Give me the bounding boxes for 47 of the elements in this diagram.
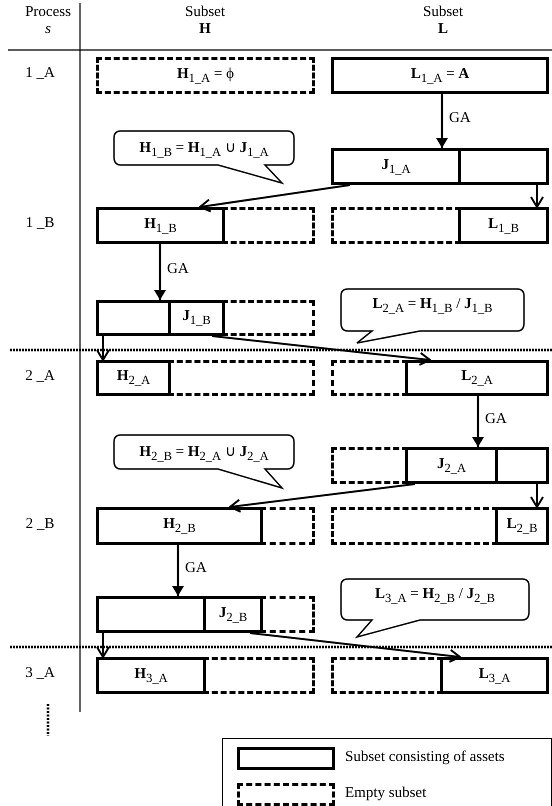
asset-subset-box: L$_{1_A}$ = A — [331, 57, 549, 94]
asset-subset-box: L$_{2_B}$ — [495, 507, 549, 545]
asset-subset-box — [96, 300, 171, 336]
empty-subset-box: H$_{1_A}$ = ϕ — [96, 57, 315, 94]
arrow — [530, 185, 544, 208]
formula-callout: H$_{1_B}$ = H$_{1_A}$ ∪ J$_{1_A}$ — [113, 130, 295, 184]
asset-subset-box — [458, 148, 549, 185]
asset-subset-box: J$_{2_A}$ — [405, 447, 498, 484]
asset-subset-box: J$_{1_B}$ — [168, 300, 225, 336]
column-header: Subset — [423, 4, 463, 21]
process-label: 3 _A — [25, 665, 55, 682]
column-header: s — [45, 21, 51, 38]
process-label: 2 _B — [26, 516, 54, 533]
asset-subset-box: L$_{3_A}$ — [440, 657, 549, 694]
arrow — [229, 483, 416, 513]
arrow — [436, 94, 448, 148]
arrow — [96, 336, 110, 361]
asset-subset-box: H$_{2_A}$ — [96, 360, 171, 396]
asset-subset-box: H$_{3_A}$ — [96, 657, 206, 694]
arrow — [96, 633, 110, 658]
column-header: Process — [25, 4, 71, 21]
asset-subset-box: L$_{1_B}$ — [458, 207, 549, 244]
column-header: Subset — [185, 4, 225, 21]
arrow — [199, 184, 350, 212]
asset-subset-box — [495, 447, 549, 484]
process-label: 1 _A — [25, 65, 55, 82]
arrow — [530, 484, 544, 508]
legend-text: Empty subset — [345, 785, 426, 802]
asset-subset-box: J$_{2_B}$ — [203, 596, 263, 633]
arrow — [212, 335, 431, 366]
legend-text: Subset consisting of assets — [345, 749, 505, 766]
process-label: 1 _B — [26, 215, 54, 232]
asset-subset-box: H$_{2_B}$ — [96, 507, 263, 545]
asset-subset-box: J$_{1_A}$ — [331, 148, 461, 185]
formula-callout: L$_{3_A}$ = H$_{2_B}$ / J$_{2_B}$ — [340, 578, 530, 638]
asset-subset-box — [96, 596, 206, 633]
column-header: H — [199, 21, 211, 38]
arrow — [250, 632, 461, 663]
process-label: 2 _A — [25, 368, 55, 385]
arrow — [154, 244, 166, 300]
arrow — [472, 396, 484, 447]
column-header: L — [438, 21, 448, 38]
formula-callout: H$_{2_B}$ = H$_{2_A}$ ∪ J$_{2_A}$ — [113, 434, 295, 489]
asset-subset-box: L$_{2_A}$ — [405, 360, 549, 396]
formula-callout: L$_{2_A}$ = H$_{1_B}$ / J$_{1_B}$ — [340, 288, 525, 344]
asset-subset-box: H$_{1_B}$ — [96, 207, 225, 244]
arrow — [172, 545, 184, 596]
